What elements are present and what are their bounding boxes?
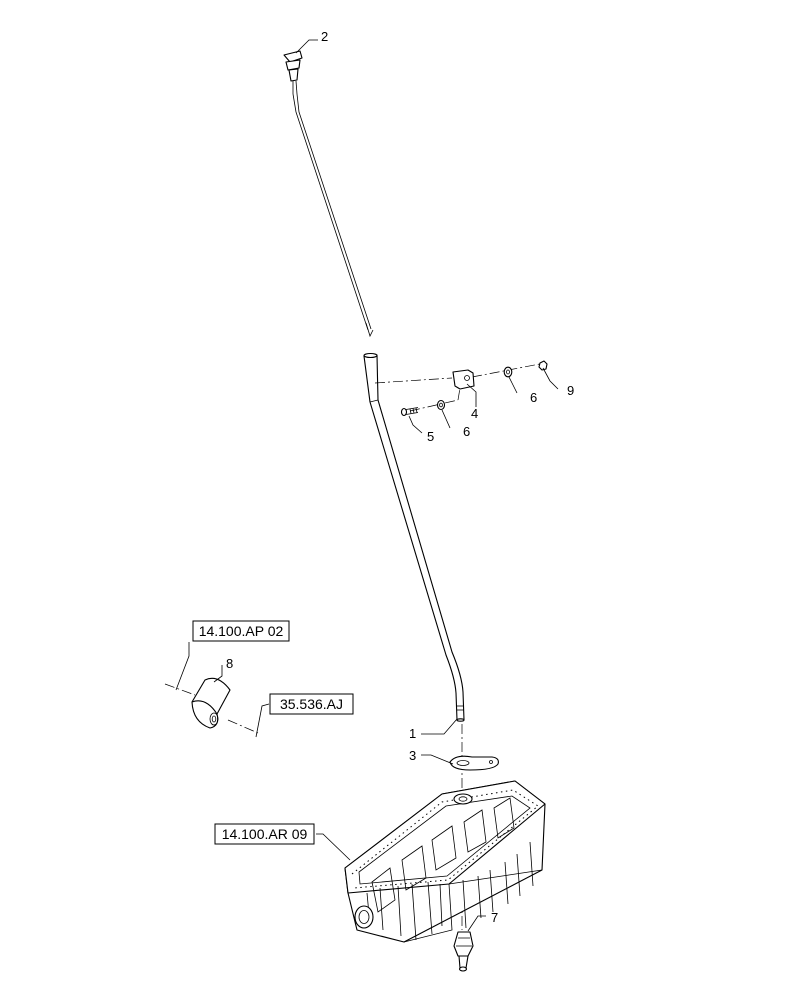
leader-2 <box>295 39 318 54</box>
leader-8 <box>213 665 223 683</box>
callout-6b: 6 <box>463 424 470 439</box>
callout-8: 8 <box>226 656 233 671</box>
gasket[interactable] <box>449 755 499 771</box>
washer-right[interactable] <box>503 366 513 378</box>
callout-1: 1 <box>409 726 416 741</box>
reference-box-oil-pan[interactable]: 14.100.AR 09 <box>214 823 315 845</box>
leader-6b <box>441 409 451 429</box>
callout-6a: 6 <box>530 390 537 405</box>
bolt[interactable] <box>400 407 419 417</box>
leader-4 <box>466 383 477 407</box>
callout-9: 9 <box>567 383 574 398</box>
dipstick-tube[interactable] <box>363 352 465 722</box>
tube-bracket[interactable] <box>452 369 475 390</box>
reference-label: 14.100.AP 02 <box>199 623 284 639</box>
callout-3: 3 <box>409 748 416 763</box>
callout-4: 4 <box>471 406 478 421</box>
oil-pan[interactable] <box>344 780 546 943</box>
reference-box-oil-filter[interactable]: 14.100.AP 02 <box>192 620 290 642</box>
leader-lines <box>175 39 559 932</box>
leader-ref-ap <box>175 642 190 691</box>
drain-plug[interactable] <box>453 931 474 972</box>
callout-5: 5 <box>427 429 434 444</box>
callout-labels: 2 1 3 4 5 6 6 9 7 8 <box>226 29 574 925</box>
leader-ref-aj <box>255 703 270 738</box>
leader-ref-ar <box>316 833 351 861</box>
leader-7 <box>467 915 486 932</box>
leader-3 <box>421 754 454 765</box>
filter-element[interactable] <box>191 677 231 729</box>
leader-1 <box>421 718 458 735</box>
leader-6a <box>508 376 518 394</box>
reference-label: 14.100.AR 09 <box>222 826 308 842</box>
leader-5 <box>408 415 423 434</box>
nut[interactable] <box>538 360 548 371</box>
reference-label: 35.536.AJ <box>280 696 343 712</box>
leader-9 <box>542 367 559 390</box>
dipstick[interactable] <box>283 50 374 338</box>
reference-box-plug[interactable]: 35.536.AJ <box>269 693 354 715</box>
callout-7: 7 <box>491 910 498 925</box>
callout-2: 2 <box>321 29 328 44</box>
washer-left[interactable] <box>436 399 446 411</box>
